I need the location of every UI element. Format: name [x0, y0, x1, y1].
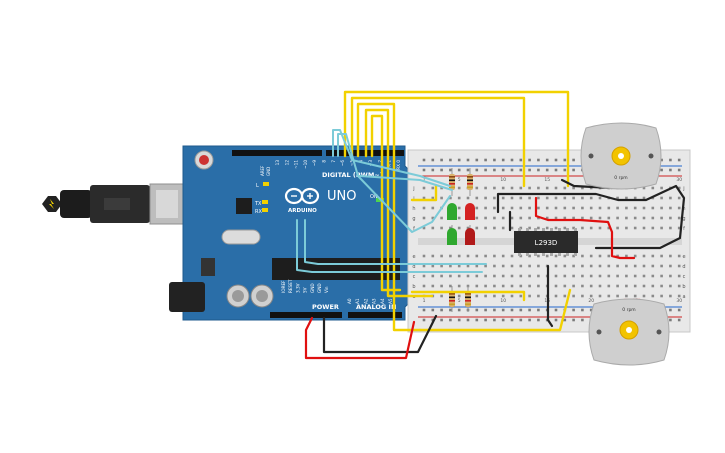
row-letter: a [682, 294, 685, 300]
column-number: 20 [588, 298, 594, 304]
row-letter: g [412, 216, 415, 222]
pin-label: RESET [288, 279, 293, 293]
row-letter: f [683, 226, 685, 232]
l-led-label: L [256, 183, 259, 189]
digital-label: DIGITAL (PWM~) [322, 171, 383, 179]
pin-label: ~5 [349, 160, 354, 167]
row-letter: f [413, 226, 415, 232]
wires [296, 90, 686, 360]
top-motor-rpm: 0 rpm [614, 175, 627, 181]
column-number: 5 [458, 177, 461, 183]
column-number: 10 [500, 177, 506, 183]
pin-label: 12 [284, 160, 289, 166]
tx-label: TX [254, 201, 262, 207]
arduino-board: AREF GND L TX RX ON DIGITAL (PWM~) UNO A… [169, 145, 413, 321]
pin-label: GND [317, 283, 322, 293]
pin-label: 2 [377, 160, 382, 163]
row-letter: h [412, 206, 415, 212]
pin-label: 7 [331, 160, 336, 163]
row-letter: e [412, 254, 415, 260]
leds [447, 203, 475, 245]
power-jack [169, 282, 205, 312]
pin-label: A2 [363, 298, 368, 304]
green-led-2 [447, 228, 457, 245]
arduino-infinity-logo [284, 187, 320, 205]
yellow-wires [343, 90, 572, 332]
pin-label: Vin [324, 286, 329, 293]
pin-label: 13 [275, 160, 280, 166]
row-letter: g [682, 216, 685, 222]
column-number: 30 [676, 298, 682, 304]
uno-label: UNO [327, 189, 356, 204]
column-number: 10 [500, 298, 506, 304]
on-label: ON [370, 194, 378, 200]
column-number: 1 [423, 177, 426, 183]
pin-label: A0 [347, 298, 352, 304]
row-letter: b [682, 284, 685, 290]
arduino-brand-label: ARDUINO [288, 208, 317, 214]
pin-label: A1 [355, 298, 360, 304]
cyan-wires [296, 129, 487, 273]
row-letter: j [412, 186, 414, 192]
usb-cable [42, 183, 185, 225]
gnd-label: GND [266, 167, 271, 176]
pin-label: ~10 [303, 160, 308, 169]
dc-motor-top: 0 rpm [580, 122, 662, 190]
row-letter: b [412, 284, 415, 290]
pin-label: A3 [372, 298, 377, 304]
row-letter: c [413, 274, 416, 280]
rx-label: RX [255, 209, 262, 215]
row-letter: e [682, 254, 685, 260]
power-label: POWER [312, 303, 339, 311]
pin-label: A4 [380, 298, 385, 304]
pin-label: IOREF [281, 280, 286, 293]
aref-label: AREF [260, 165, 265, 176]
pin-label: ~3 [368, 160, 373, 167]
pin-label: 5V [303, 287, 308, 293]
column-number: 5 [458, 298, 461, 304]
resistor [465, 286, 471, 312]
bottom-motor-rpm: 0 rpm [622, 307, 635, 313]
column-number: 1 [423, 298, 426, 304]
column-number: 30 [676, 177, 682, 183]
l293d-driver-ic: L293D [514, 228, 578, 256]
pin-label: ~6 [340, 160, 345, 167]
resistor [449, 286, 455, 312]
black-wires [322, 178, 686, 354]
row-letter: d [412, 264, 415, 270]
row-letter: j [682, 186, 684, 192]
resistors [449, 168, 473, 312]
analog-in-label: ANALOG IN [356, 303, 396, 311]
pin-label: GND [310, 283, 315, 293]
dc-motor-bottom: 0 rpm [588, 298, 670, 366]
l293d-label: L293D [535, 239, 558, 247]
pin-label: 3.3V [295, 283, 300, 293]
row-letter: d [682, 264, 685, 270]
pin-label: ~9 [312, 160, 317, 167]
resistor [467, 168, 473, 196]
pin-label: A5 [388, 298, 393, 304]
pin-label: 8 [322, 160, 327, 163]
pin-label: ~11 [294, 160, 299, 169]
pin-label: RX 0 [396, 160, 401, 170]
red-led-2 [465, 228, 475, 245]
row-letter: c [683, 274, 686, 280]
column-number: 15 [544, 177, 550, 183]
